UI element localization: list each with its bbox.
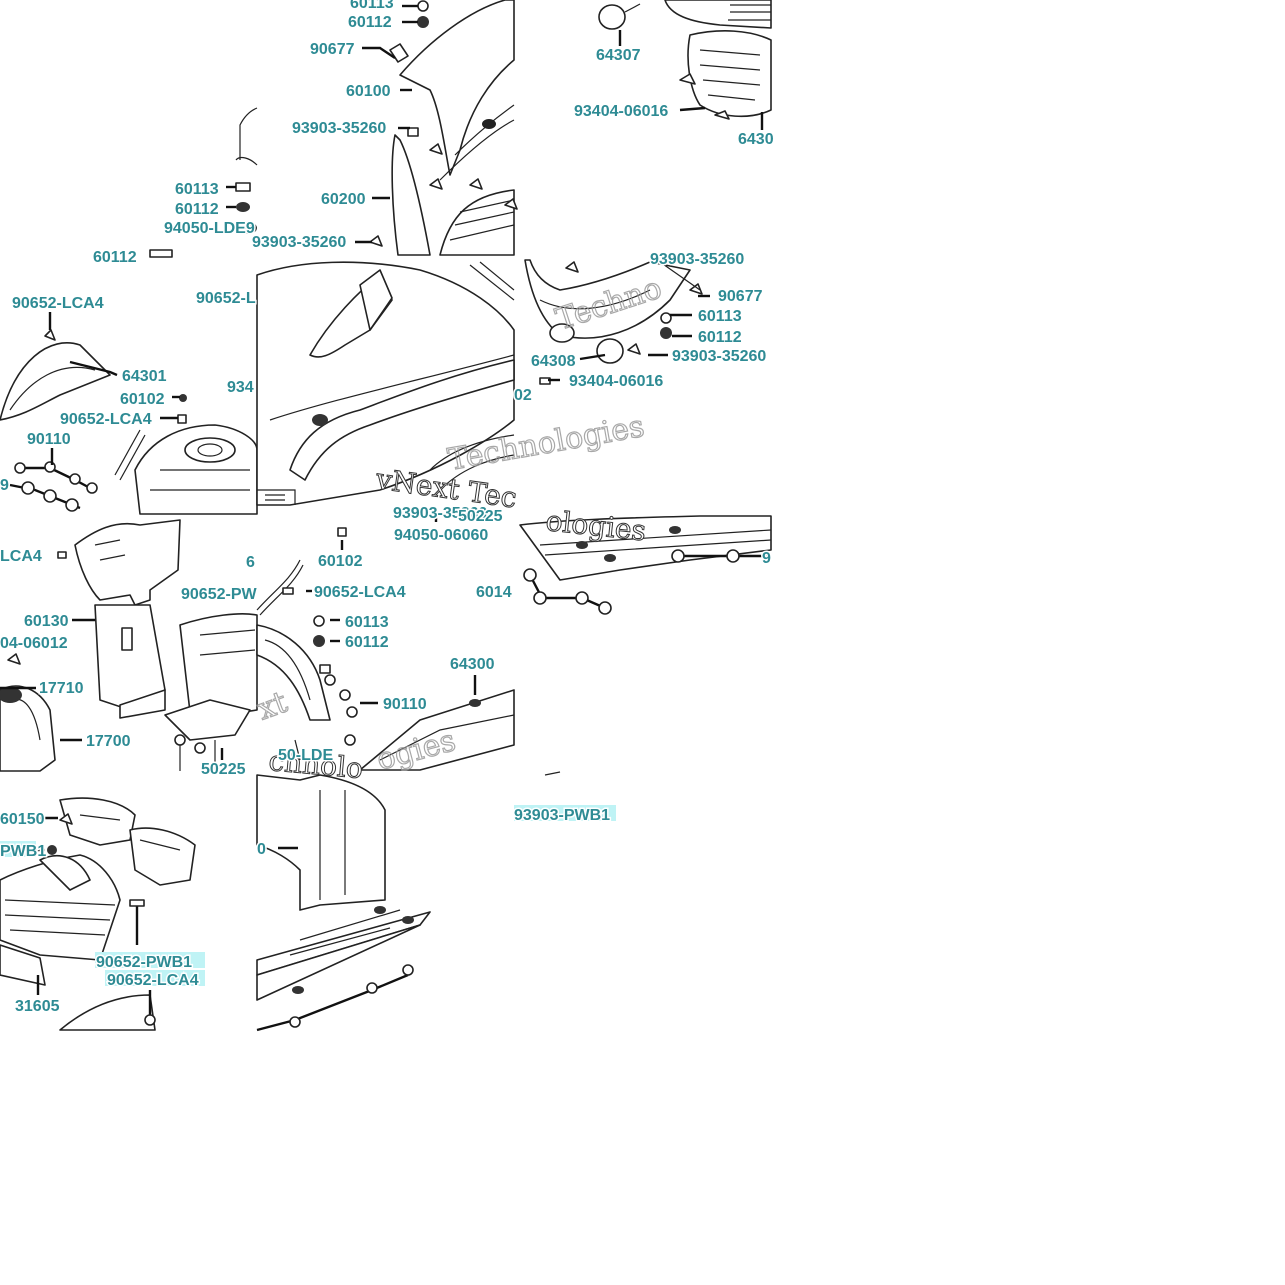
- label-90652-lca4-b: 90652-LCA4: [60, 411, 152, 428]
- label-17710: 17710: [39, 680, 84, 697]
- label-02-frag: 02: [514, 387, 532, 404]
- label-60112-d: 60112: [698, 329, 742, 346]
- skid-plate-part: [519, 515, 772, 776]
- frame-part: [0, 797, 196, 1031]
- bolt-row: [9, 461, 98, 512]
- label-90110-b: 90110: [383, 696, 427, 713]
- front-body-part: [256, 261, 515, 506]
- label-90652-lca4-a: 90652-LCA4: [12, 295, 104, 312]
- label-9-frag-a: 9: [0, 477, 9, 494]
- part-number-labels: 60113 60112 90677 60100 93903-35260 6020…: [0, 0, 775, 1017]
- label-6430-frag: 6430: [738, 131, 774, 148]
- label-60130: 60130: [24, 613, 69, 630]
- rear-fender-part: [256, 527, 515, 771]
- label-90652-l-frag: 90652-L: [196, 290, 256, 307]
- label-60150-frag: 60150: [0, 811, 45, 828]
- label-90677-a: 90677: [310, 41, 355, 58]
- label-64308: 64308: [531, 353, 576, 370]
- label-17700: 17700: [86, 733, 131, 750]
- label-6-frag: 6: [246, 554, 255, 571]
- label-highlight-90652-pwb1: [95, 952, 205, 968]
- front-lamp-part: [598, 0, 772, 120]
- label-highlight-93903-pwb1: [514, 805, 616, 821]
- label-90677-b: 90677: [718, 288, 763, 305]
- front-hood-part: [235, 0, 515, 256]
- label-93903-35260-a: 93903-35260: [292, 120, 386, 137]
- label-50225-b: 50225: [201, 761, 246, 778]
- label-60100: 60100: [346, 83, 391, 100]
- watermark-full-text: vNext Technologies: [600, 1200, 610, 1201]
- label-50-lde-frag: 50-LDE: [278, 747, 333, 764]
- label-64307: 64307: [596, 47, 641, 64]
- label-64300: 64300: [450, 656, 495, 673]
- label-50225-a: 50225: [458, 508, 503, 525]
- label-93404-06016-b: 93404-06016: [569, 373, 663, 390]
- fastener-clips-top: [149, 0, 518, 258]
- label-60102-b: 60102: [318, 553, 363, 570]
- watermark-xt: xt: [253, 685, 292, 728]
- label-93903-35260-c: 93903-35260: [650, 251, 744, 268]
- label-60112-e: 60112: [345, 634, 389, 651]
- label-93903-35260-e: 93903-35260: [393, 505, 487, 522]
- label-90652-pw-frag: 90652-PW: [181, 586, 257, 603]
- label-60113-b: 60113: [175, 181, 219, 198]
- label-60200: 60200: [321, 191, 366, 208]
- label-highlight-pwb1: [0, 841, 36, 857]
- label-lca4-frag: LCA4: [0, 548, 42, 565]
- label-90110-a: 90110: [27, 431, 71, 448]
- label-60112-b: 60112: [175, 201, 219, 218]
- label-94050-06060: 94050-06060: [394, 527, 488, 544]
- label-60112-a: 60112: [348, 14, 392, 31]
- label-93903-35260-d: 93903-35260: [672, 348, 766, 365]
- label-94050-lde9: 94050-LDE9: [164, 220, 255, 237]
- label-60113-d: 60113: [345, 614, 389, 631]
- under-panel-part: [256, 774, 431, 1032]
- label-93903-pwb1: 93903-PWB1: [514, 807, 610, 824]
- label-31605: 31605: [15, 998, 60, 1015]
- label-highlight-90652-lca4: [105, 970, 205, 986]
- label-60113-c: 60113: [698, 308, 742, 325]
- label-60113-top: 60113: [350, 0, 394, 12]
- label-90652-lca4-d: 90652-LCA4: [107, 972, 199, 989]
- label-60102-a: 60102: [120, 391, 165, 408]
- side-panel-part: [0, 329, 258, 515]
- label-6014-frag: 6014: [476, 584, 512, 601]
- label-pwb1-frag: PWB1: [0, 843, 46, 860]
- label-64301: 64301: [122, 368, 167, 385]
- fuel-tank-part: [0, 519, 258, 772]
- label-60112-c: 60112: [93, 249, 137, 266]
- label-90652-pwb1: 90652-PWB1: [96, 954, 192, 971]
- leader-lines: [0, 4, 764, 852]
- label-90652-lca4-c: 90652-LCA4: [314, 584, 406, 601]
- label-9-frag-b: 9: [762, 550, 771, 567]
- label-93404-06016-a: 93404-06016: [574, 103, 668, 120]
- label-934-frag: 934: [227, 379, 254, 396]
- label-93903-35260-b: 93903-35260: [252, 234, 346, 251]
- label-04-06012-frag: 04-06012: [0, 635, 68, 652]
- label-0-frag: 0: [257, 841, 266, 858]
- rear-lamp-part: [524, 259, 703, 385]
